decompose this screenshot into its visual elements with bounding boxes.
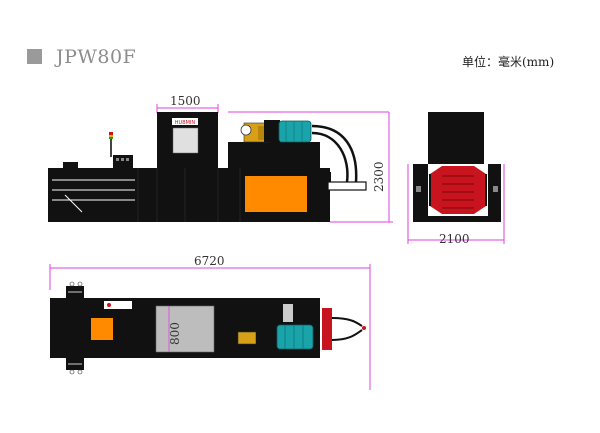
side-view: 2100: [407, 112, 505, 246]
nameplate-text: HUBMIN: [175, 120, 196, 126]
cylinder-mount: [325, 172, 331, 182]
front-view: 1500 2300 HUBMIN: [48, 94, 393, 223]
top-nameplate-dot: [107, 303, 111, 307]
dim-total-height-label: 2300: [372, 161, 386, 192]
dim-total-width-label: 2100: [439, 232, 470, 246]
side-door: [429, 166, 487, 214]
dim-total-width: [407, 164, 505, 244]
front-window: [172, 127, 199, 154]
cylinder-rod: [327, 181, 367, 191]
top-motor: [276, 324, 314, 350]
side-hopper: [428, 112, 484, 164]
top-view: 6720 800: [49, 254, 371, 390]
top-door-flange: [66, 286, 84, 370]
top-orange-panel: [91, 318, 113, 340]
top-opening: [155, 305, 215, 353]
dim-total-height: [228, 111, 393, 223]
top-hose-2: [331, 329, 363, 341]
top-pump: [237, 331, 257, 345]
hydraulic-hose-2: [311, 131, 349, 183]
dim-opening-label: 800: [168, 322, 182, 345]
hydraulic-hose-1: [311, 124, 358, 183]
motor: [278, 120, 312, 143]
top-end-fittings: [69, 281, 83, 375]
top-cylinder-end: [362, 326, 366, 330]
side-bolt-left: [416, 186, 421, 192]
dim-total-length-label: 6720: [194, 254, 225, 268]
top-hose-1: [331, 317, 363, 327]
top-coupling: [256, 328, 280, 348]
power-unit-base: [228, 142, 320, 170]
front-door-top: [63, 162, 78, 170]
unit-note: 单位：毫米(mm): [462, 55, 555, 69]
front-body-stripes: [52, 179, 135, 213]
top-nameplate: [104, 301, 132, 309]
side-bolt-right: [493, 186, 498, 192]
front-orange-panel: [245, 176, 307, 212]
diagram-title: JPW80F: [56, 46, 137, 68]
top-door-marks: [68, 291, 82, 365]
dim-hopper-width: [156, 104, 219, 113]
front-nameplate: [172, 118, 198, 125]
pump-assembly: [240, 120, 280, 143]
control-panel: [109, 132, 133, 168]
dim-total-length: [49, 264, 371, 390]
title-marker-square: [27, 49, 42, 64]
top-valve-block: [283, 304, 293, 322]
top-red-plate: [322, 308, 332, 350]
front-body-seams: [137, 168, 241, 222]
dim-hopper-width-label: 1500: [170, 94, 201, 108]
